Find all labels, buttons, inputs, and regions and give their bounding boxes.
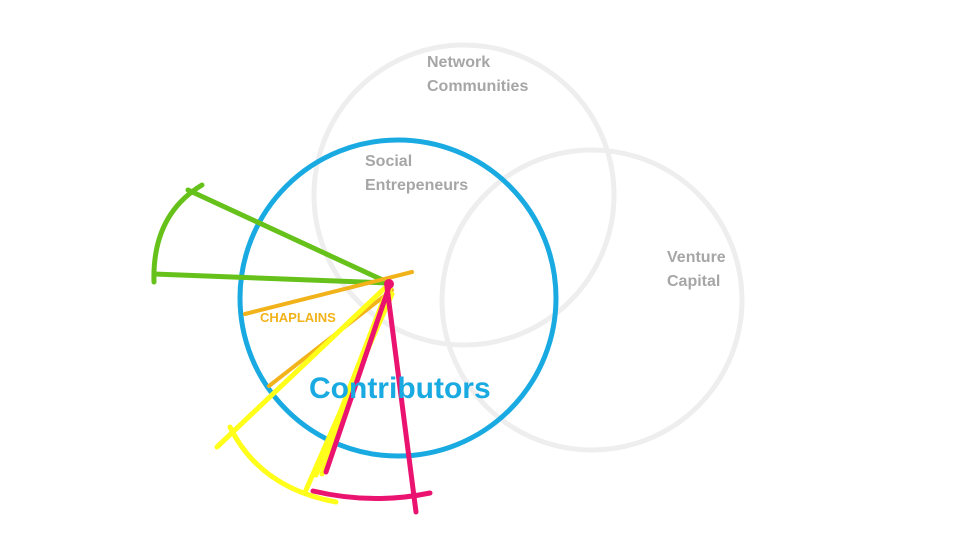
green-fan-upper-ray [185,187,392,286]
magenta-ray-right [384,284,419,515]
magenta-ray-left [323,284,392,475]
venture-capital-circle [439,147,745,453]
orange-line-upper [243,270,414,316]
venture-capital-label-line2: Capital [667,273,720,290]
social-entrepreneurs-label-line2: Entrepeneurs [365,177,468,194]
yellow-fan-arc [227,424,339,505]
contributors-label: Contributors [309,372,491,405]
network-communities-label-line2: Communities [427,78,528,95]
venture-capital-label-line1: Venture [667,249,726,266]
contributors-circle [237,137,559,459]
network-communities-label-line1: Network [427,54,490,71]
network-communities-circle [311,42,617,348]
fan-origin-dot [384,279,394,289]
green-fan-lower-ray [151,271,392,286]
yellow-ray-1 [214,281,392,450]
green-fan-arc [151,182,205,285]
chaplains-label: CHAPLAINS [260,310,336,325]
magenta-fan [310,279,433,515]
magenta-fan-arc [310,488,433,502]
green-fan [151,182,392,286]
social-entrepreneurs-label-line1: Social [365,153,412,170]
